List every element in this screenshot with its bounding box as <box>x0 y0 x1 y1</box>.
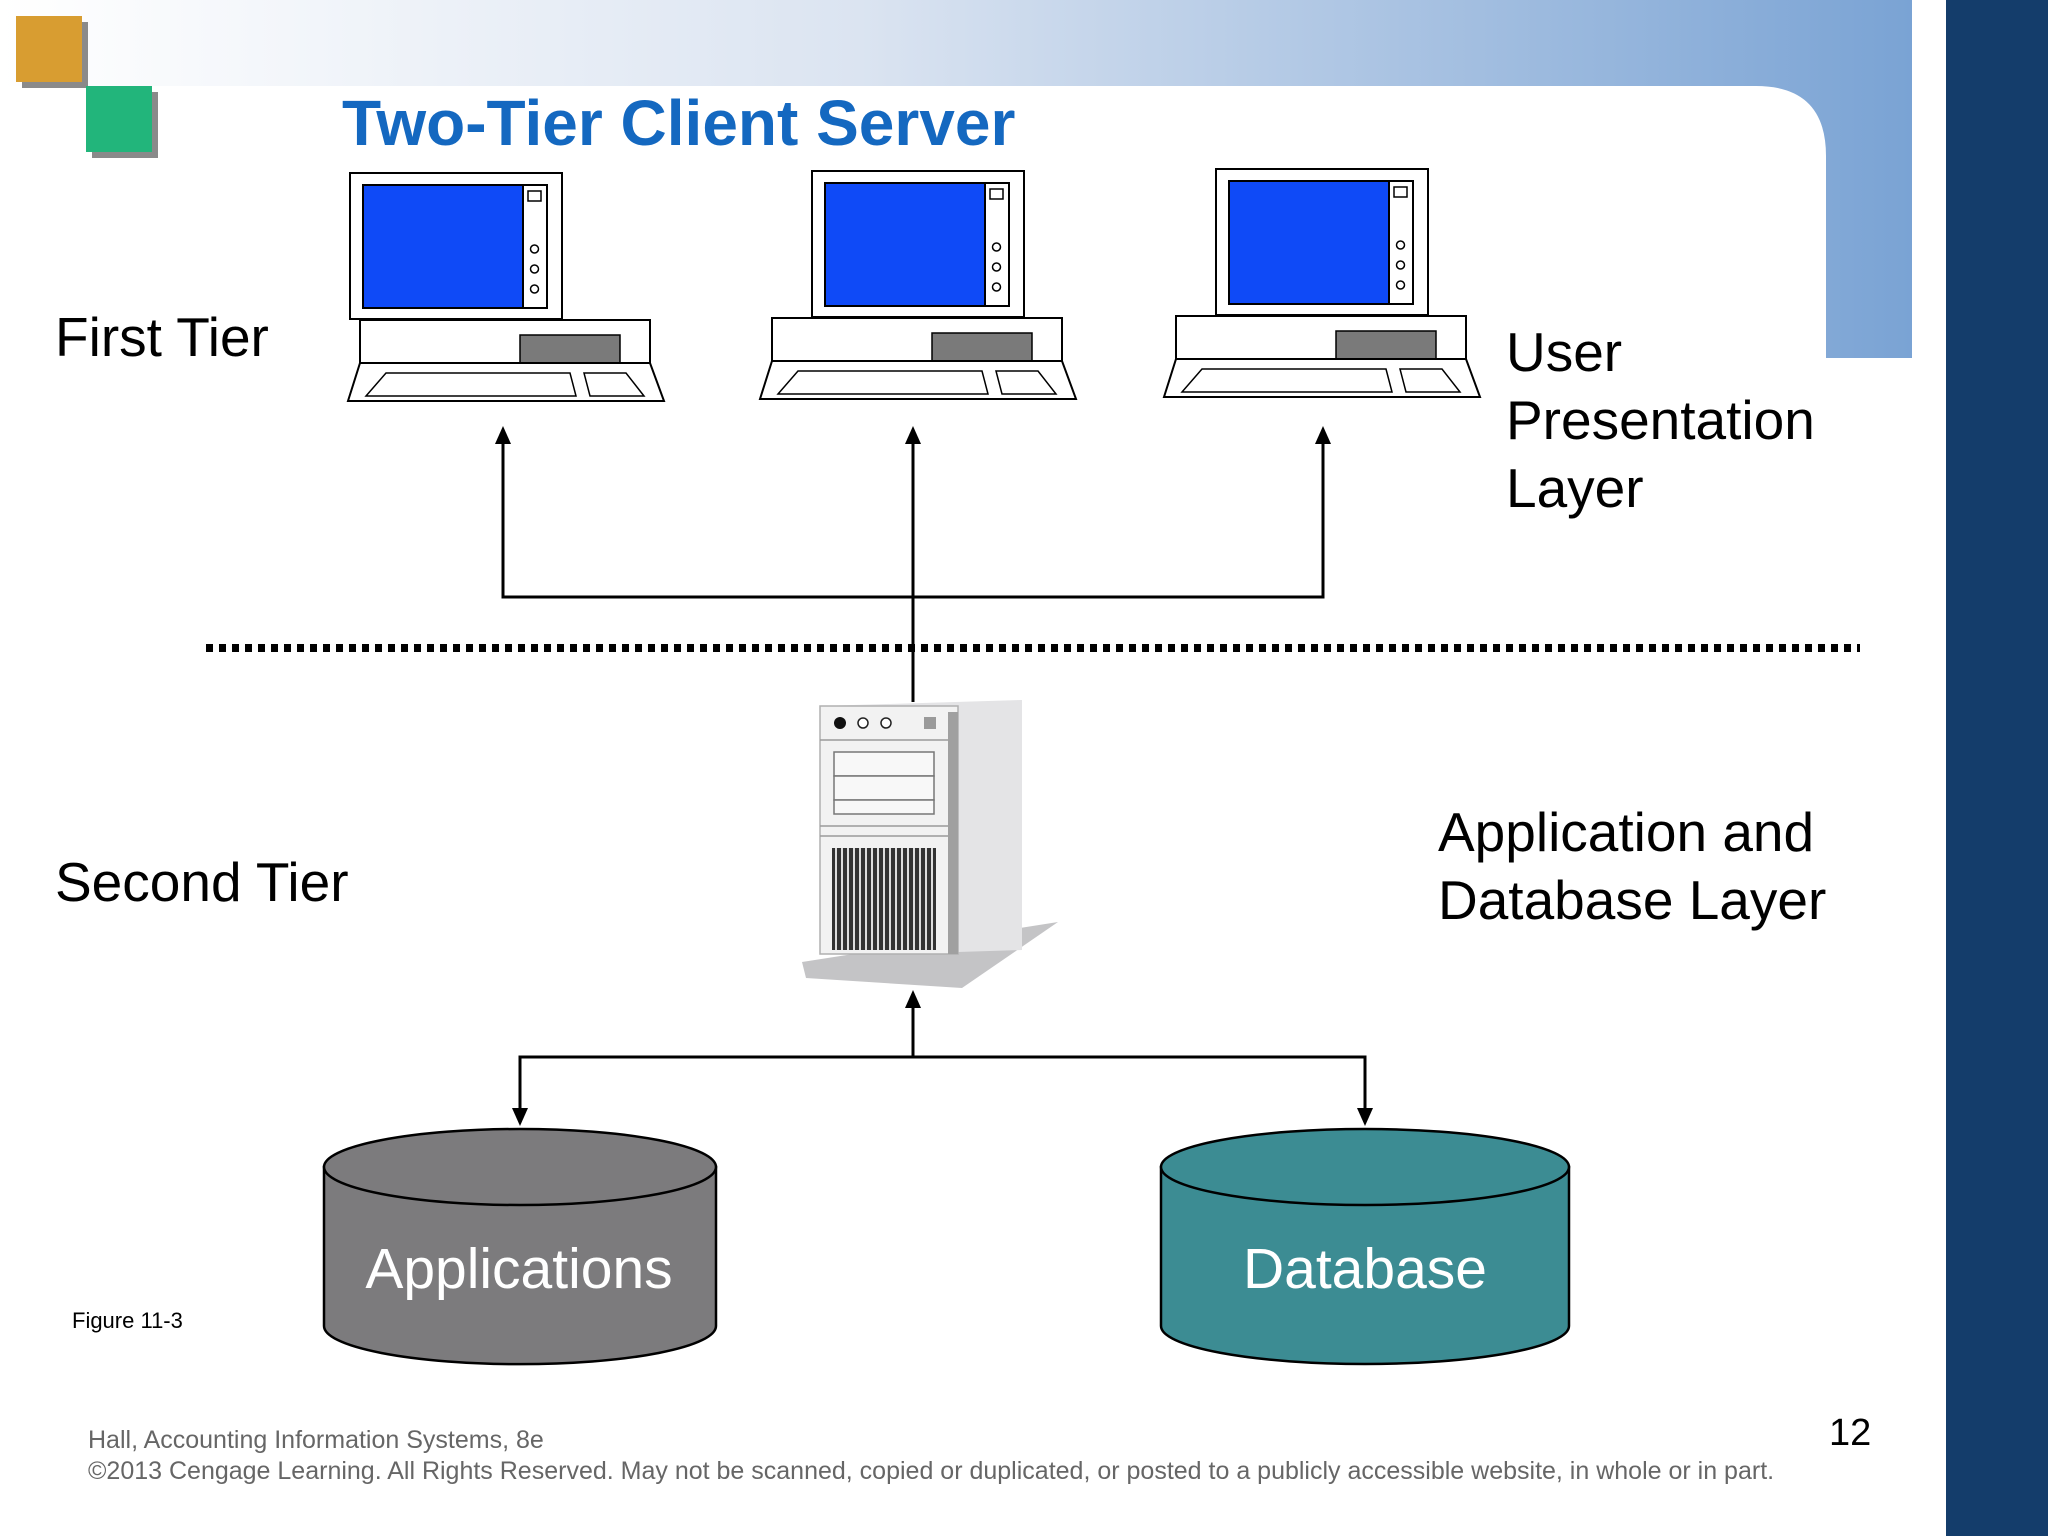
footer-source: Hall, Accounting Information Systems, 8e <box>88 1426 544 1454</box>
database-label: Database <box>1242 1237 1487 1301</box>
page-number: 12 <box>1829 1412 1872 1454</box>
first-tier-label: First Tier <box>55 306 269 368</box>
layer-label-line: Layer <box>1506 457 1644 519</box>
user-presentation-layer-label: User Presentation Layer <box>1506 318 1815 522</box>
footer-copyright: ©2013 Cengage Learning. All Rights Reser… <box>88 1457 1775 1485</box>
corner-decoration <box>16 16 158 158</box>
client-connectors <box>501 442 1325 702</box>
application-database-layer-label: Application and Database Layer <box>1438 798 1826 934</box>
layer-label-line: User <box>1506 321 1623 383</box>
client-computer-icon <box>758 170 1078 400</box>
server-tower-icon <box>802 700 1058 988</box>
layer-label-line: Database Layer <box>1438 869 1827 931</box>
client-computer-icon <box>346 172 666 402</box>
database-cylinder <box>1159 1127 1571 1366</box>
client-computer-icon <box>1162 168 1482 398</box>
layer-label-line: Application and <box>1438 801 1815 863</box>
applications-cylinder <box>322 1127 718 1366</box>
second-tier-label: Second Tier <box>55 851 349 913</box>
arrowheads-storage <box>512 990 1373 1126</box>
applications-label: Applications <box>365 1237 673 1301</box>
arrowheads-up <box>495 426 1331 444</box>
storage-connectors <box>518 1000 1367 1110</box>
slide-title: Two-Tier Client Server <box>342 87 1016 159</box>
figure-label: Figure 11-3 <box>72 1308 183 1333</box>
right-band <box>1946 0 2048 1536</box>
layer-label-line: Presentation <box>1506 389 1815 451</box>
